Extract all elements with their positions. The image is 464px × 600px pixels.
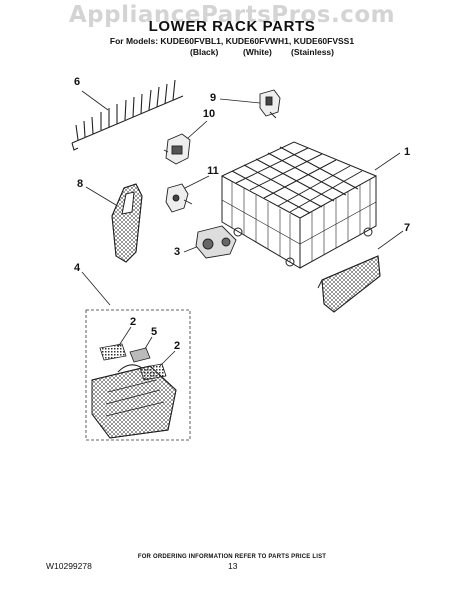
callout-7: 7 — [403, 222, 411, 234]
lower-rack-part — [220, 141, 378, 269]
variant-stainless: (Stainless) — [291, 47, 334, 57]
document-number: W10299278 — [46, 561, 92, 571]
callout-1: 1 — [403, 146, 411, 158]
tine-row-part — [71, 79, 184, 151]
callout-9: 9 — [209, 92, 217, 104]
variant-white: (White) — [243, 47, 272, 57]
wheel-assembly-part — [195, 225, 237, 259]
callout-4: 4 — [73, 262, 81, 274]
page-number: 13 — [228, 561, 238, 571]
callout-11: 11 — [207, 165, 219, 177]
callout-2-right: 2 — [173, 340, 181, 352]
basket-insert-part — [111, 183, 143, 263]
watermark: AppliancePartsPros.com — [68, 2, 396, 28]
ordering-note: FOR ORDERING INFORMATION REFER TO PARTS … — [137, 554, 327, 560]
clip-part-11 — [165, 183, 193, 213]
model-list: For Models: KUDE60FVBL1, KUDE60FVWH1, KU… — [109, 36, 355, 46]
callout-3: 3 — [173, 246, 181, 258]
callout-8: 8 — [76, 178, 84, 190]
callout-5: 5 — [150, 326, 158, 338]
callout-2-left: 2 — [129, 316, 137, 328]
basket-handle-5 — [129, 347, 151, 363]
bracket-part-10 — [163, 133, 191, 165]
page-title: LOWER RACK PARTS — [148, 18, 316, 35]
basket-lid-2a — [99, 343, 127, 361]
callout-6: 6 — [73, 76, 81, 88]
silverware-basket-group — [85, 309, 191, 441]
mesh-panel-part — [317, 255, 381, 313]
silverware-basket — [91, 364, 177, 439]
clip-part-9 — [259, 89, 281, 119]
variant-black: (Black) — [190, 47, 219, 57]
callout-10: 10 — [202, 108, 216, 120]
